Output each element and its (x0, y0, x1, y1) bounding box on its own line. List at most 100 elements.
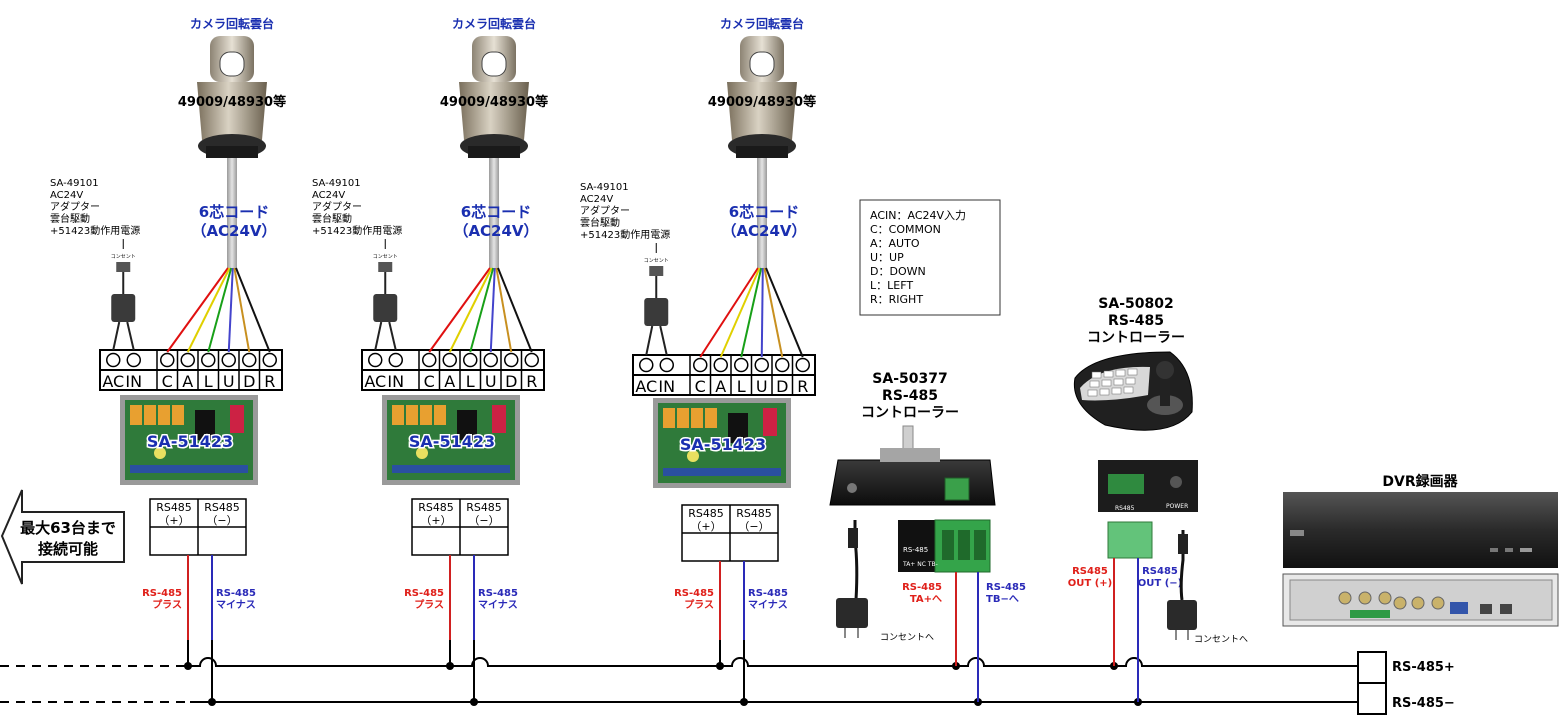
rs485-minus-header: RS485 (736, 507, 772, 520)
terminal-label: A (715, 377, 726, 396)
rs485-terminal-box: RS485（+）RS485（−） (411, 498, 509, 556)
rs485-plus-sign: （+） (420, 514, 451, 527)
controller2-out-plus-1: RS485 (1072, 566, 1108, 577)
terminal-label: IN (658, 377, 675, 396)
outlet-label: コンセント (373, 254, 398, 260)
controller2-out-minus-1: RS485 (1142, 566, 1178, 577)
wire-minus-label-2: マイナス (748, 599, 788, 611)
terminal-label: L (737, 377, 746, 396)
adapter-note-line: 雲台駆動 (50, 212, 90, 225)
camera-title: カメラ回転雲台 (452, 16, 536, 31)
rs485-plus-sign: （+） (690, 520, 721, 533)
terminal-label: C (695, 377, 706, 396)
adapter-note-line: 雲台駆動 (580, 216, 620, 229)
rs485-terminal-box: RS485（+）RS485（−） (149, 498, 247, 556)
wire-plus-label: RS-485 (674, 588, 714, 599)
controller-sa-50802: SA-50802 RS-485 コントローラー RS485 POWER RS48… (1068, 296, 1248, 702)
controller2-power-label: POWER (1166, 503, 1188, 510)
wire-minus-label: RS-485 (748, 588, 788, 599)
terminal-label: R (526, 372, 537, 391)
controller2-title-3: コントローラー (1087, 330, 1185, 346)
max-units-line1: 最大63台まで (20, 519, 116, 537)
adapter-note-line: +51423動作用電源 (50, 224, 140, 237)
legend-line: R：RIGHT (870, 293, 923, 306)
terminal-label: C (162, 372, 173, 391)
terminal-label: D (243, 372, 255, 391)
wire-plus-label-2: プラス (684, 598, 714, 611)
camera-model: 49009/48930等 (178, 94, 286, 110)
relay-board: SA-51423 (382, 395, 520, 485)
controller1-terminal: RS-485 TA+ NC TB- (898, 519, 991, 573)
controller2-title-2: RS-485 (1108, 313, 1164, 329)
rs485-plus-sign: （+） (158, 514, 189, 527)
camera-title: カメラ回転雲台 (190, 16, 274, 31)
controller1-tb-label-2: TB−へ (986, 594, 1019, 605)
board-label: SA-51423 (409, 432, 495, 451)
terminal-label: D (776, 377, 788, 396)
relay-board: SA-51423 (653, 398, 791, 488)
rs485-minus-sign: （−） (738, 520, 769, 533)
wire-plus-label-2: プラス (414, 598, 444, 611)
wire-minus-label-2: マイナス (216, 599, 256, 611)
camera-pan-tilt-head: カメラ回転雲台 49009/48930等 (178, 16, 286, 158)
terminal-label: IN (125, 372, 142, 391)
controller1-ta-label-2: TA+へ (910, 594, 942, 605)
cable-label: 6芯コード (729, 203, 799, 221)
six-core-cord (757, 158, 767, 268)
wire-minus-label: RS-485 (216, 588, 256, 599)
wire-minus-label: RS-485 (478, 588, 518, 599)
dvr-bus-plus: RS-485+ (1392, 660, 1455, 675)
controller1-outlet-label: コンセントへ (880, 632, 934, 643)
legend-line: C：COMMON (870, 223, 941, 236)
terminal-label: L (466, 372, 475, 391)
controller2-title-1: SA-50802 (1098, 296, 1173, 312)
terminal-label: IN (387, 372, 404, 391)
controller1-tb-label-1: RS-485 (986, 582, 1026, 593)
legend-line: A：AUTO (870, 237, 920, 250)
terminal-label: AC (364, 372, 386, 391)
rs485-minus-sign: （−） (468, 514, 499, 527)
adapter-note-line: アダプター (312, 200, 362, 213)
adapter-note-line: AC24V (312, 190, 345, 201)
controller1-terminal-sub: TA+ NC TB- (902, 561, 938, 568)
controller2-out-minus-2: OUT (−) (1138, 578, 1182, 589)
dvr-title: DVR録画器 (1382, 473, 1458, 490)
controller2-out-plus-2: OUT (+) (1068, 578, 1112, 589)
six-core-cord (227, 158, 237, 268)
adapter-note-line: 雲台駆動 (312, 212, 352, 225)
terminal-label: U (485, 372, 497, 391)
cable-voltage: （AC24V） (721, 222, 806, 240)
terminal-label: U (756, 377, 768, 396)
outlet-label: コンセント (644, 258, 669, 264)
camera-pan-tilt-head: カメラ回転雲台 49009/48930等 (440, 16, 548, 158)
controller1-terminal-text: RS-485 (903, 546, 928, 554)
cable-voltage: （AC24V） (191, 222, 276, 240)
controller1-title-2: RS-485 (882, 388, 938, 404)
max-units-line2: 接続可能 (38, 540, 98, 558)
dvr-bus-minus: RS-485− (1392, 696, 1455, 711)
camera-model: 49009/48930等 (708, 94, 816, 110)
adapter-note-line: SA-49101 (50, 178, 99, 189)
legend-line: ACIN：AC24V入力 (870, 209, 966, 222)
legend-line: U：UP (870, 251, 904, 264)
terminal-label: D (505, 372, 517, 391)
controller1-ta-label-1: RS-485 (902, 582, 942, 593)
rs485-minus-header: RS485 (466, 501, 502, 514)
rs485-terminal-box: RS485（+）RS485（−） (681, 504, 779, 562)
cable-voltage: （AC24V） (453, 222, 538, 240)
adapter-note-line: +51423動作用電源 (312, 224, 402, 237)
rs485-plus-header: RS485 (688, 507, 724, 520)
cable-label: 6芯コード (461, 203, 531, 221)
terminal-label: U (223, 372, 235, 391)
adapter-note-line: +51423動作用電源 (580, 228, 670, 241)
camera-model: 49009/48930等 (440, 94, 548, 110)
rs485-bus (0, 657, 1358, 706)
outlet-label: コンセント (111, 254, 136, 260)
adapter-note-line: SA-49101 (312, 178, 361, 189)
terminal-label: A (182, 372, 193, 391)
